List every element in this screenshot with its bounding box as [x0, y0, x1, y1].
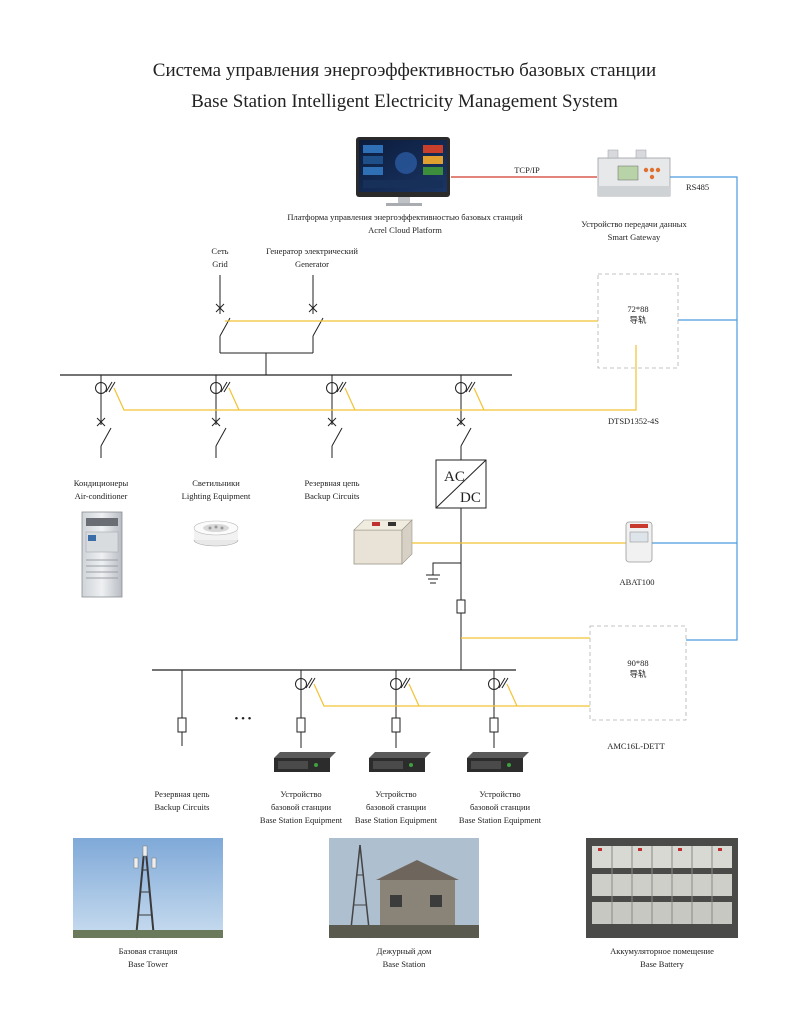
air-conditioner-image — [81, 511, 123, 598]
title-russian: Система управления энергоэффективностью … — [152, 60, 657, 81]
box-bottom-size: 90*88 — [627, 658, 648, 668]
gateway-label-ru: Устройство передачи данных — [581, 219, 687, 229]
platform-label-en: Acrel Cloud Platform — [368, 225, 442, 235]
backup-bottom-en: Backup Circuits — [154, 802, 209, 812]
box-top-rail: 导轨 — [629, 315, 647, 325]
smart-gateway-device — [597, 149, 671, 197]
photo-tower-en: Base Tower — [128, 959, 168, 969]
equipment-image-1 — [274, 752, 336, 772]
load-backup-en: Backup Circuits — [304, 491, 359, 501]
tcpip-label: TCP/IP — [514, 165, 540, 175]
equipment-2-ru2: базовой станции — [366, 802, 427, 812]
gateway-label-en: Smart Gateway — [608, 232, 661, 242]
photo-base-station — [329, 838, 479, 939]
photo-station-en: Base Station — [383, 959, 426, 969]
title-english: Base Station Intelligent Electricity Man… — [191, 91, 618, 112]
equipment-3-en: Base Station Equipment — [459, 815, 542, 825]
equipment-image-2 — [369, 752, 431, 772]
load-lighting-en: Lighting Equipment — [182, 491, 251, 501]
dtsd-label: DTSD1352-4S — [608, 416, 659, 426]
equipment-2-ru1: Устройство — [375, 789, 416, 799]
abat-label: ABAT100 — [620, 577, 655, 587]
photo-battery-en: Base Battery — [640, 959, 684, 969]
load-lighting-ru: Светильники — [192, 478, 240, 488]
grid-label-ru: Сеть — [211, 246, 228, 256]
equipment-2-en: Base Station Equipment — [355, 815, 438, 825]
generator-label-ru: Генератор электрический — [266, 246, 358, 256]
dc-main-line — [426, 508, 466, 670]
photo-base-battery — [586, 838, 738, 938]
platform-label-ru: Платформа управления энергоэффективность… — [287, 212, 523, 222]
photo-tower-ru: Базовая станция — [119, 946, 178, 956]
light-fixture-image — [193, 520, 239, 547]
equipment-image-3 — [467, 752, 529, 772]
box-bottom-rail: 导轨 — [629, 669, 647, 679]
meter-box-72x88: 72*88 导轨 — [597, 273, 679, 369]
generator-label-en: Generator — [295, 259, 329, 269]
photo-battery-ru: Аккумуляторное помещение — [610, 946, 714, 956]
ac-dc-converter: AC DC — [435, 459, 487, 509]
load-aircon-ru: Кондиционеры — [74, 478, 129, 488]
acdc-ac-label: AC — [444, 469, 465, 485]
photo-base-tower — [73, 838, 223, 939]
dtsd-signal-line — [113, 345, 637, 411]
backup-bottom-ru: Резервная цепь — [155, 789, 210, 799]
equipment-1-ru2: базовой станции — [271, 802, 332, 812]
amc-signal-line — [313, 683, 590, 707]
load-backup-ru: Резервная цепь — [305, 478, 360, 488]
acdc-dc-label: DC — [460, 490, 481, 506]
photo-station-ru: Дежурный дом — [377, 946, 432, 956]
box-top-size: 72*88 — [627, 304, 648, 314]
dc-feeders — [177, 670, 509, 748]
cloud-platform-monitor — [356, 137, 450, 206]
battery-image — [353, 519, 413, 565]
load-aircon-en: Air-conditioner — [75, 491, 128, 501]
meter-box-90x88: 90*88 导轨 — [589, 625, 687, 721]
rs485-label: RS485 — [686, 182, 709, 192]
equipment-3-ru1: Устройство — [479, 789, 520, 799]
source-switchgear — [215, 275, 324, 375]
abat100-device — [625, 521, 653, 563]
equipment-1-en: Base Station Equipment — [260, 815, 343, 825]
amc-label: AMC16L-DETT — [607, 741, 665, 751]
ellipsis-more-circuits: • • • — [234, 713, 251, 725]
grid-label-en: Grid — [212, 259, 228, 269]
equipment-1-ru1: Устройство — [280, 789, 321, 799]
ac-feeders — [95, 375, 476, 460]
rs485-bus — [652, 176, 738, 641]
equipment-3-ru2: базовой станции — [470, 802, 531, 812]
